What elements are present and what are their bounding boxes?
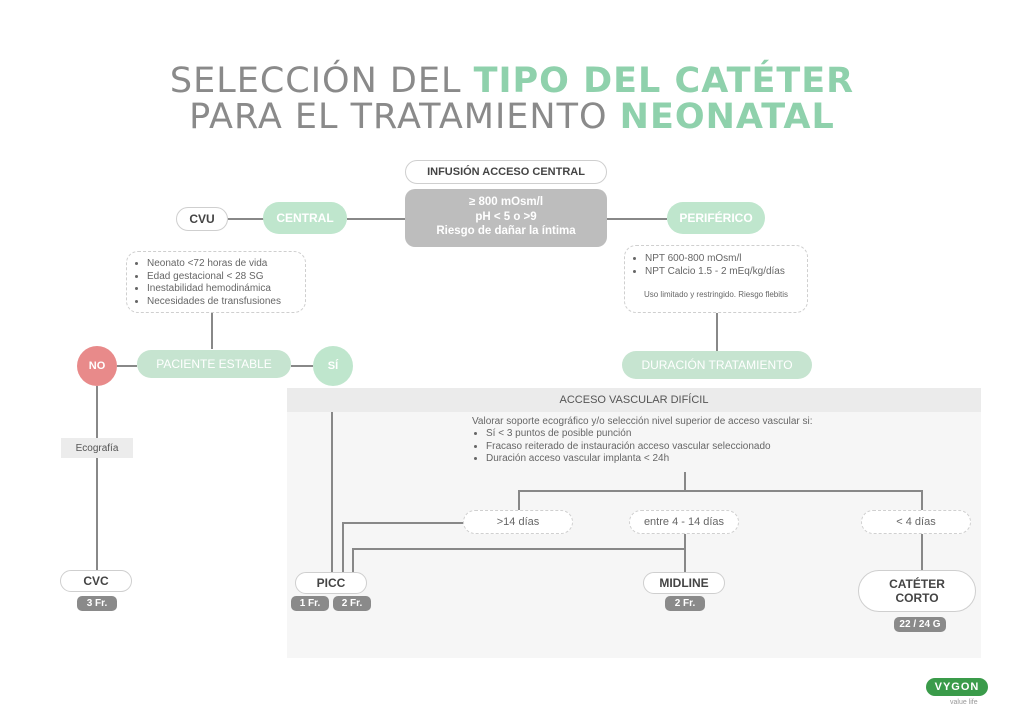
- dificil-intro: Valorar soporte ecográfico y/o selección…: [472, 416, 813, 427]
- central-note: Necesidades de transfusiones: [147, 296, 297, 309]
- title-line-2: PARA EL TRATAMIENTO NEONATAL: [189, 97, 835, 137]
- stable-pill: PACIENTE ESTABLE: [137, 350, 291, 378]
- duration-under-4: < 4 días: [861, 510, 971, 534]
- title-line-1: SELECCIÓN DEL TIPO DEL CATÉTER: [169, 61, 855, 101]
- picc-size-tag-1: 1 Fr.: [291, 596, 329, 611]
- duration-4-14: entre 4 - 14 días: [629, 510, 739, 534]
- yes-circle: SÍ: [313, 346, 353, 386]
- connector-ecografia-cvc: [96, 458, 98, 570]
- connector-4-14-picc-h: [352, 548, 685, 550]
- picc-badge: PICC: [295, 572, 367, 594]
- periferico-footer: Uso limitado y restringido. Riesgo flebi…: [643, 290, 789, 299]
- midline-size-tag: 2 Fr.: [665, 596, 705, 611]
- dificil-item: Duración acceso vascular implanta < 24h: [486, 453, 892, 466]
- corto-size-tag: 22 / 24 G: [894, 617, 946, 632]
- dificil-item: Sí < 3 puntos de posible punción: [486, 428, 892, 441]
- connector-4-14-picc-v: [352, 548, 354, 572]
- central-note: Neonato <72 horas de vida: [147, 258, 297, 271]
- connector-branch-horizontal: [518, 490, 922, 492]
- connector-items-branch: [684, 472, 686, 490]
- connector-notes-stable: [211, 313, 213, 349]
- criteria-osm: ≥ 800 mOsm/l: [468, 196, 544, 208]
- infusion-label: INFUSIÓN ACCESO CENTRAL: [405, 160, 607, 184]
- central-note: Inestabilidad hemodinámica: [147, 283, 297, 296]
- duration-over-14: >14 días: [463, 510, 573, 534]
- connector-4-corto: [921, 534, 923, 570]
- connector-no-ecografia: [96, 386, 98, 438]
- connector-stable-yes: [291, 365, 313, 367]
- dificil-content: Valorar soporte ecográfico y/o selección…: [472, 416, 892, 466]
- central-note: Edad gestacional < 28 SG: [147, 271, 297, 284]
- cvu-badge: CVU: [176, 207, 228, 231]
- connector-central-criteria: [347, 218, 405, 220]
- dificil-item: Fracaso reiterado de instauración acceso…: [486, 441, 892, 454]
- vygon-tagline: value life: [950, 699, 978, 706]
- connector-yes-picc: [331, 412, 333, 572]
- connector-criteria-periferico: [607, 218, 667, 220]
- corto-badge: CATÉTER CORTO: [858, 570, 976, 612]
- corto-name-line-1: CATÉTER: [889, 577, 945, 591]
- connector-4-14-midline: [684, 534, 686, 572]
- periferico-note: NPT Calcio 1.5 - 2 mEq/kg/días: [645, 266, 799, 279]
- connector-branch-4: [921, 490, 923, 510]
- connector-branch-14: [518, 490, 520, 510]
- criteria-ph: pH < 5 o >9: [475, 210, 537, 223]
- central-notes-box: Neonato <72 horas de vida Edad gestacion…: [126, 251, 306, 313]
- midline-badge: MIDLINE: [643, 572, 725, 594]
- vygon-logo: VYGON: [926, 678, 988, 696]
- no-circle: NO: [77, 346, 117, 386]
- connector-notes-duracion: [716, 313, 718, 351]
- connector-cvu-central: [228, 218, 264, 220]
- dificil-header: ACCESO VASCULAR DIFÍCIL: [287, 388, 981, 412]
- duracion-pill: DURACIÓN TRATAMIENTO: [622, 351, 812, 379]
- connector-14-picc-h: [342, 522, 463, 524]
- periferico-note: NPT 600-800 mOsm/l: [645, 253, 799, 266]
- central-pill: CENTRAL: [263, 202, 347, 234]
- periferico-pill: PERIFÉRICO: [667, 202, 765, 234]
- corto-name-line-2: CORTO: [895, 591, 939, 605]
- criteria-intima: Riesgo de dañar la íntima: [436, 225, 576, 237]
- cvc-badge: CVC: [60, 570, 132, 592]
- connector-no-stable: [117, 365, 137, 367]
- picc-size-tag-2: 2 Fr.: [333, 596, 371, 611]
- ecografia-label: Ecografía: [61, 438, 133, 458]
- cvc-size-tag: 3 Fr.: [77, 596, 117, 611]
- periferico-notes-box: NPT 600-800 mOsm/l NPT Calcio 1.5 - 2 mE…: [624, 245, 808, 313]
- criteria-box: ≥ 800 mOsm/l pH < 5 o >9 Riesgo de dañar…: [405, 189, 607, 247]
- connector-14-picc-v: [342, 522, 344, 572]
